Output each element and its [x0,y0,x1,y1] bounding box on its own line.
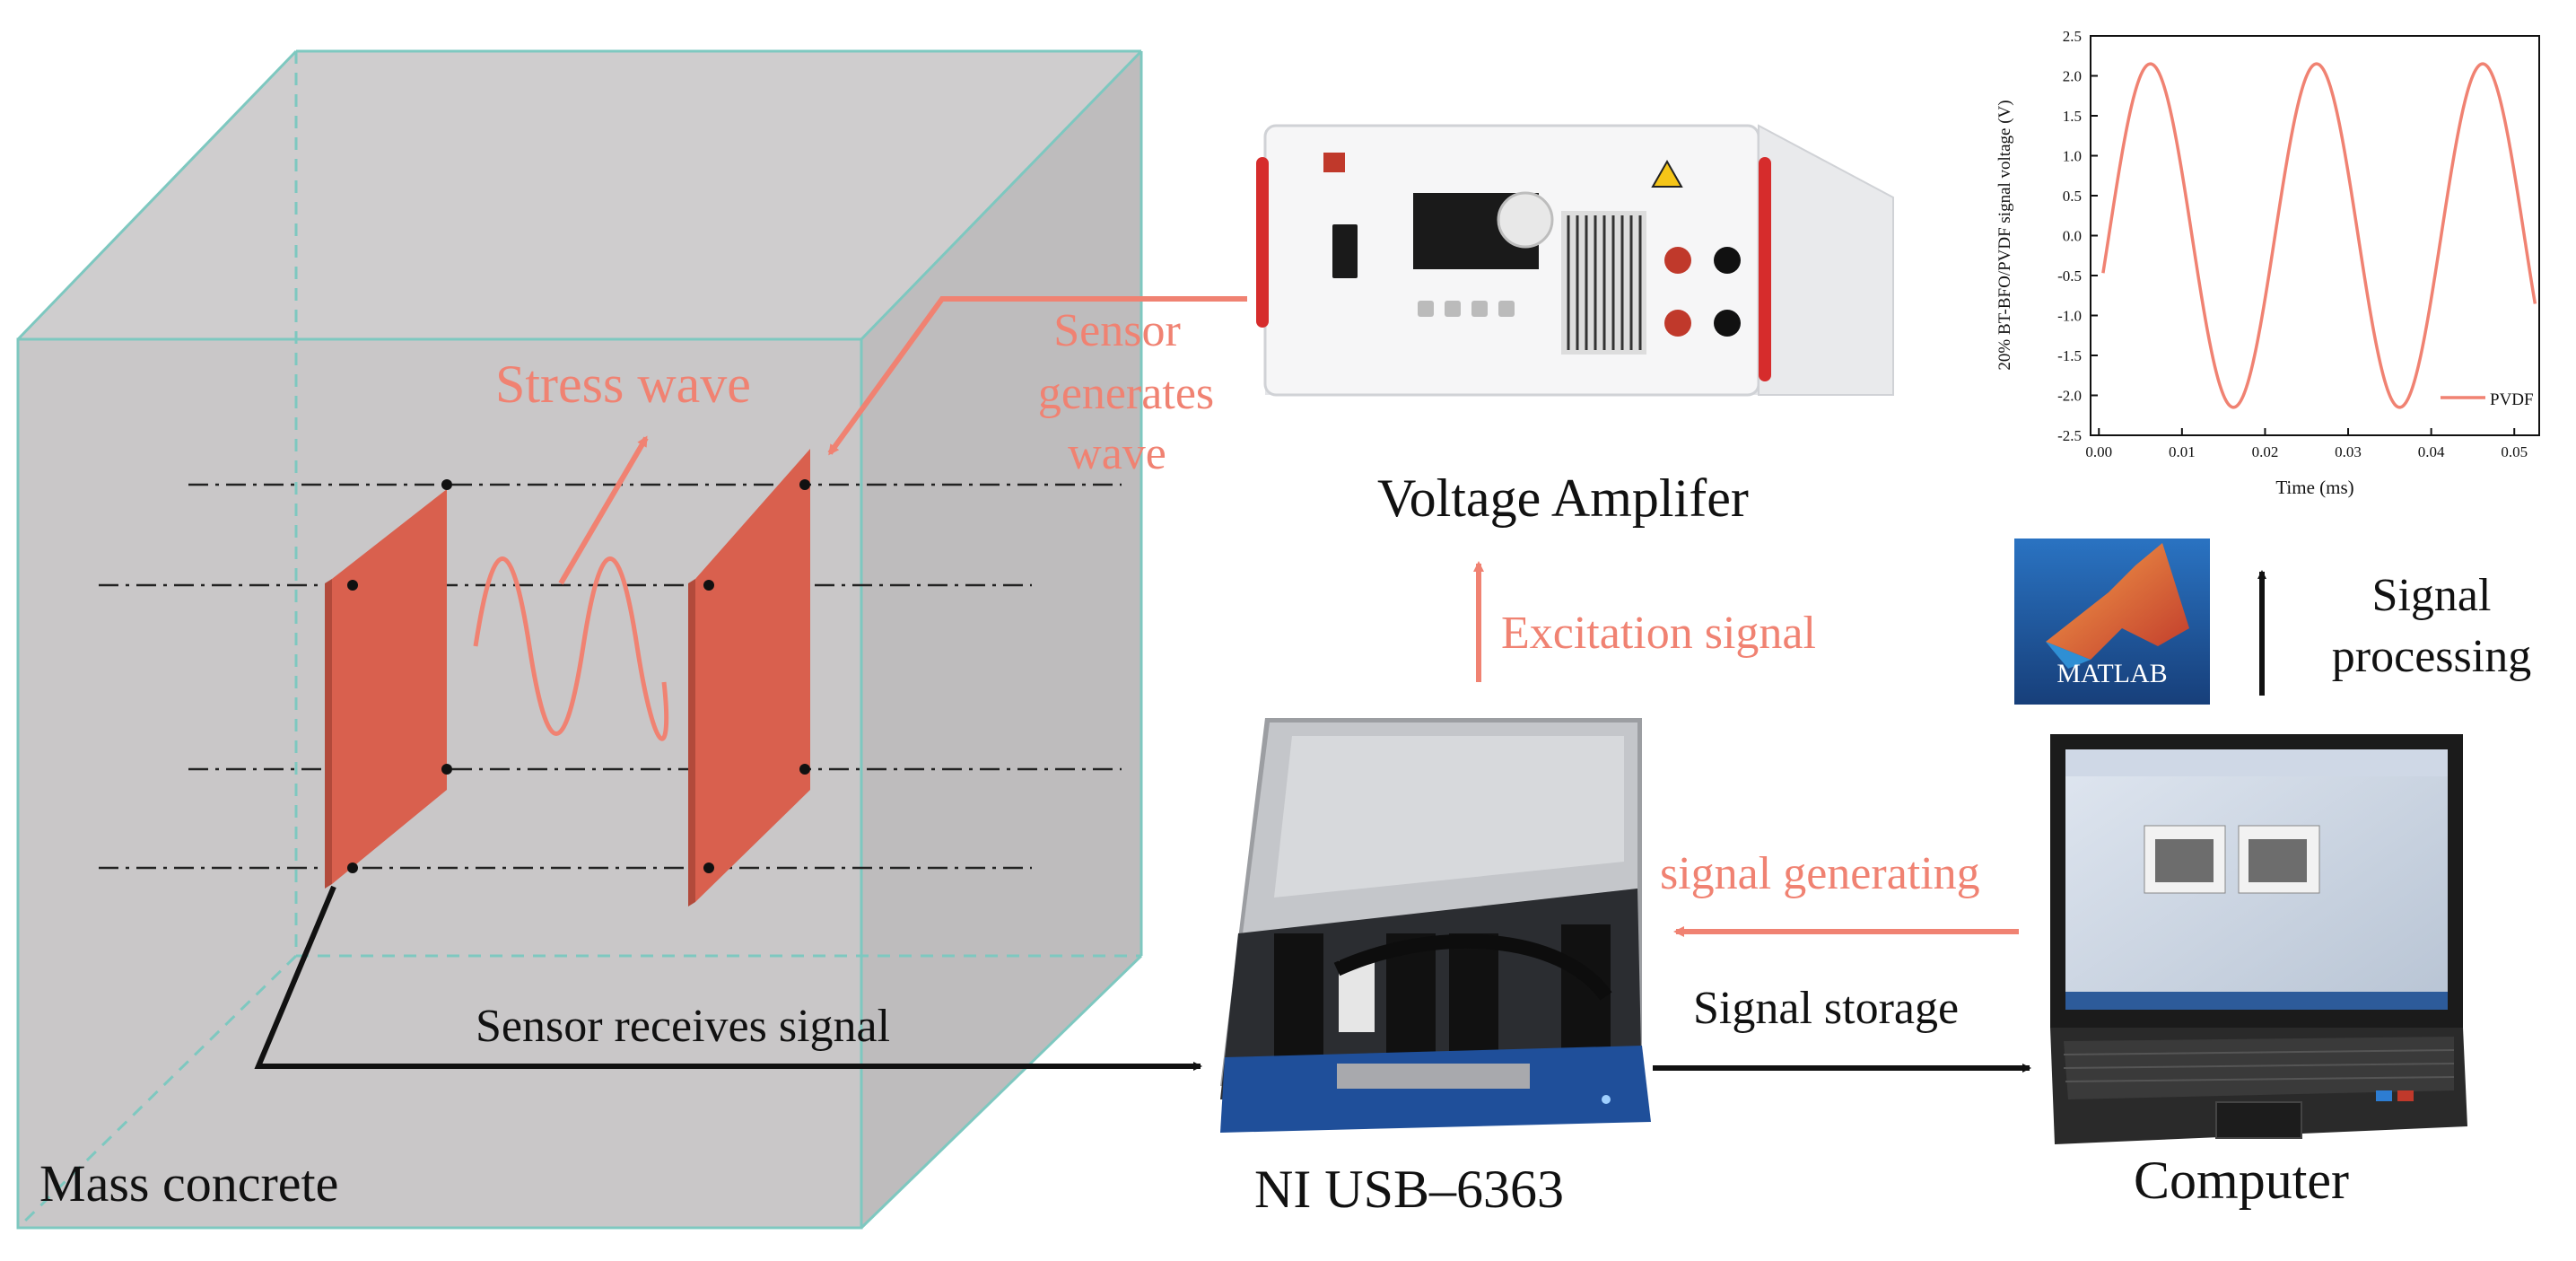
y-tick-label: 1.5 [2063,108,2082,125]
left-sensor-plate [325,489,447,889]
x-tick-label: 0.04 [2418,443,2445,460]
x-tick-label: 0.05 [2501,443,2528,460]
mass-concrete-cube [16,49,1143,1230]
matlab-logo: MATLAB [2014,539,2210,705]
chart-x-ticks: 0.00 0.01 0.02 0.03 0.04 0.05 [2085,428,2528,460]
sensor-generates-label-1: Sensor [1053,305,1181,356]
chart-plot-frame [2090,35,2540,436]
stress-wave-arrow [558,435,649,585]
x-tick-label: 0.00 [2085,443,2112,460]
ni-usb-label: NI USB–6363 [1254,1160,1564,1219]
y-tick-label: -1.5 [2057,347,2082,364]
matlab-label: MATLAB [2056,659,2167,688]
sensor-receives-label: Sensor receives signal [476,1001,890,1052]
chart-y-ticks: 2.5 2.0 1.5 1.0 0.5 0.0 -0.5 -1.0 -1.5 -2.0 -2.5 [2057,28,2098,444]
computer-label: Computer [2134,1151,2349,1210]
y-tick-label: -2.0 [2057,388,2082,405]
chart-x-axis-label: Time (ms) [2275,477,2353,498]
legend-label-pvdf: PVDF [2490,390,2534,409]
y-tick-label: -0.5 [2057,267,2082,285]
sensor-generates-arrow [827,296,1247,456]
stress-wave-label: Stress wave [495,355,751,414]
signal-processing-label-2: processing [2332,631,2531,682]
y-tick-label: -2.5 [2057,427,2082,444]
x-tick-label: 0.01 [2169,443,2196,460]
x-tick-label: 0.02 [2252,443,2279,460]
computer-laptop [2050,734,2467,1144]
pvdf-signal-chart: 2.5 2.0 1.5 1.0 0.5 0.0 -0.5 -1.0 -1.5 -2.0 -2.5 0… [1995,28,2540,498]
right-sensor-plate [688,449,810,906]
signal-processing-label-1: Signal [2372,570,2492,621]
sensor-receives-arrow [254,885,1202,1071]
mass-concrete-label: Mass concrete [39,1154,338,1213]
y-tick-label: 2.0 [2063,68,2082,85]
y-tick-label: 0.5 [2063,188,2082,205]
chart-series-pvdf [2101,62,2537,409]
y-tick-label: 2.5 [2063,28,2082,45]
y-tick-label: -1.0 [2057,308,2082,325]
excitation-signal-label: Excitation signal [1501,608,1816,659]
sensor-generates-label-3: wave [1068,428,1166,479]
ni-usb-device [1220,718,1651,1133]
sensor-contact-points [347,479,810,873]
y-tick-label: 1.0 [2063,148,2082,165]
stress-wave-curve [473,556,669,741]
voltage-amplifier-label: Voltage Amplifer [1377,468,1749,528]
signal-generating-label: signal generating [1660,848,1980,899]
y-tick-label: 0.0 [2063,228,2082,245]
signal-storage-label: Signal storage [1693,983,1959,1034]
sensor-generates-label-2: generates [1038,368,1214,419]
x-tick-label: 0.03 [2335,443,2362,460]
voltage-amplifier-device [1256,124,1894,397]
chart-y-axis-label: 20% BT-BFO/PVDF signal voltage (V) [1995,100,2014,370]
